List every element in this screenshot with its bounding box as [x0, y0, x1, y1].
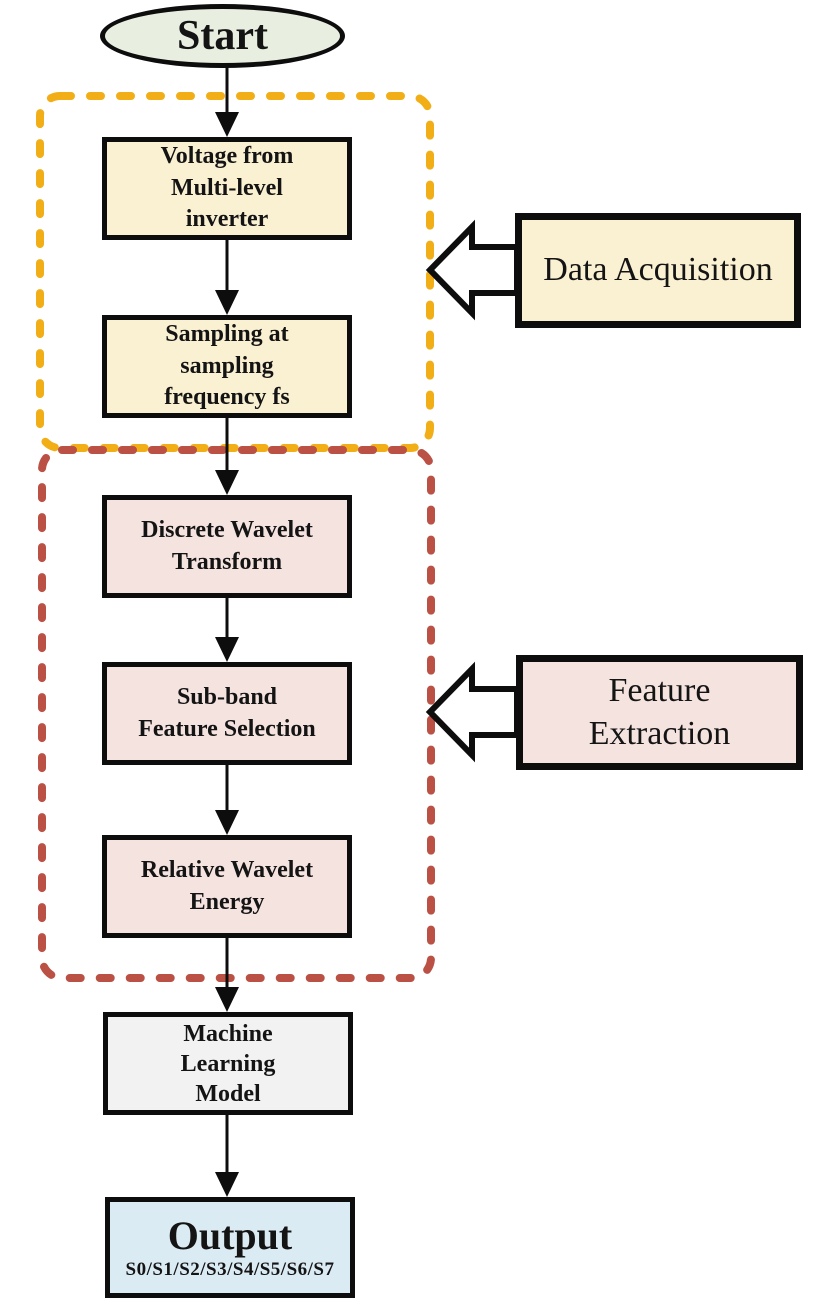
subband-selection-label: Sub-band Feature Selection — [138, 683, 316, 742]
dwt-box: Discrete Wavelet Transform — [102, 495, 352, 598]
start-node: Start — [100, 4, 345, 68]
subband-selection-box: Sub-band Feature Selection — [102, 662, 352, 765]
rwe-box: Relative Wavelet Energy — [102, 835, 352, 938]
arrowhead-icon — [215, 1172, 239, 1197]
arrowhead-icon — [215, 637, 239, 662]
arrowhead-icon — [215, 112, 239, 137]
output-states-label: S0/S1/S2/S3/S4/S5/S6/S7 — [125, 1258, 335, 1280]
voltage-inverter-box: Voltage from Multi-level inverter — [102, 137, 352, 240]
ml-model-box: Machine Learning Model — [103, 1012, 353, 1115]
arrowhead-icon — [215, 987, 239, 1012]
feature-extraction-label: Feature Extraction — [588, 672, 731, 752]
data-acquisition-label: Data Acquisition — [543, 251, 773, 289]
sampling-box: Sampling at sampling frequency fs — [102, 315, 352, 418]
output-title: Output — [167, 1212, 293, 1258]
rwe-label: Relative Wavelet Energy — [140, 856, 314, 915]
feature-extraction-callout: Feature Extraction — [516, 655, 803, 770]
block-arrow-left-icon — [425, 219, 520, 321]
arrowhead-icon — [215, 810, 239, 835]
block-arrow-left-icon — [425, 661, 520, 763]
start-label: Start — [177, 13, 268, 59]
data-acquisition-callout: Data Acquisition — [515, 213, 801, 328]
ml-model-label: Machine Learning Model — [180, 1020, 276, 1107]
output-box: Output S0/S1/S2/S3/S4/S5/S6/S7 — [105, 1197, 355, 1298]
arrowhead-icon — [215, 470, 239, 495]
voltage-inverter-label: Voltage from Multi-level inverter — [160, 143, 294, 233]
dwt-label: Discrete Wavelet Transform — [141, 516, 313, 575]
arrowhead-icon — [215, 290, 239, 315]
sampling-label: Sampling at sampling frequency fs — [164, 321, 290, 411]
flow-arrows — [215, 66, 239, 1197]
